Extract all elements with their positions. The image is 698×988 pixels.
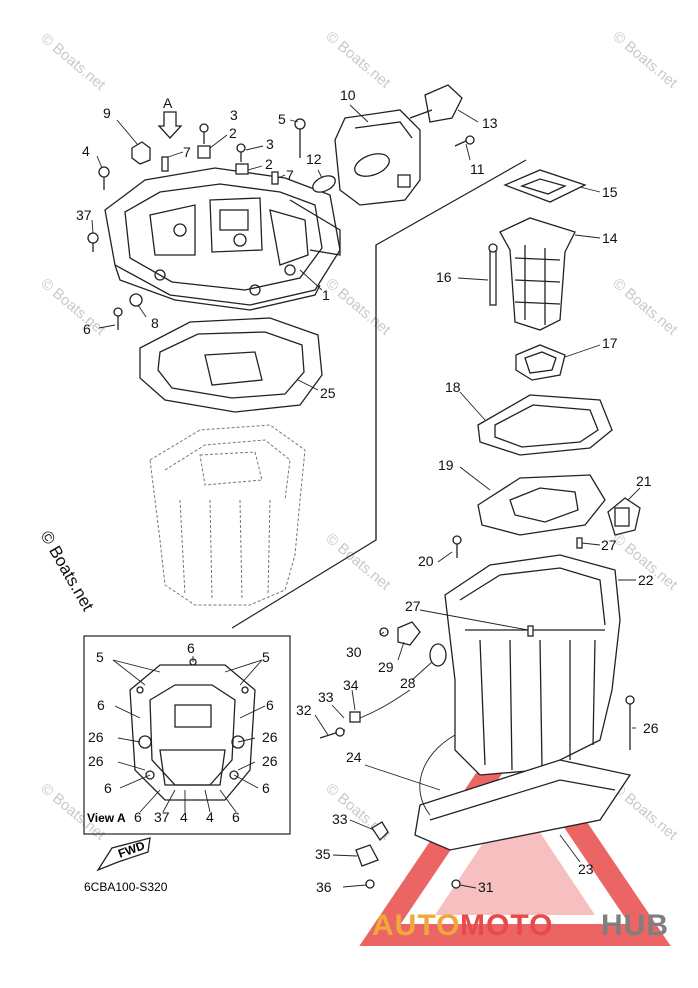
brand-hub: HUB bbox=[601, 909, 669, 942]
callout-37: 37 bbox=[76, 207, 92, 223]
copyright-label: © Boats.net bbox=[37, 528, 98, 615]
callout-labels: A 9 7 3 2 3 2 7 5 4 37 10 12 13 11 1 8 6… bbox=[76, 87, 659, 895]
view-a-callout-4: 4 bbox=[206, 809, 214, 825]
callout-26: 26 bbox=[643, 720, 659, 736]
watermark: © Boats.net bbox=[37, 275, 109, 339]
callout-18: 18 bbox=[445, 379, 461, 395]
lower-case-22 bbox=[414, 535, 635, 851]
callout-22: 22 bbox=[638, 572, 654, 588]
callout-15: 15 bbox=[602, 184, 618, 200]
callout-28: 28 bbox=[400, 675, 416, 691]
grommet-parts bbox=[319, 621, 461, 889]
gasket-25-opening bbox=[204, 351, 263, 386]
view-a-callout-26: 26 bbox=[88, 729, 104, 745]
callout-13: 13 bbox=[482, 115, 498, 131]
callout-29: 29 bbox=[378, 659, 394, 675]
view-a-label: View A bbox=[87, 811, 126, 825]
callout-14: 14 bbox=[602, 230, 618, 246]
callout-10: 10 bbox=[340, 87, 356, 103]
callout-33: 33 bbox=[332, 811, 348, 827]
view-a-callout-26: 26 bbox=[262, 729, 278, 745]
ghost-lower-case bbox=[149, 424, 306, 606]
callout-23: 23 bbox=[578, 861, 594, 877]
view-a-callout-6: 6 bbox=[187, 640, 195, 656]
callout-34: 34 bbox=[343, 677, 359, 693]
view-a-callout-6: 6 bbox=[104, 780, 112, 796]
view-a-callout-6: 6 bbox=[134, 809, 142, 825]
callout-27: 27 bbox=[601, 537, 617, 553]
view-a-callout-26: 26 bbox=[88, 753, 104, 769]
view-marker: A bbox=[163, 95, 173, 111]
exhaust-guide-parts bbox=[477, 169, 641, 536]
callout-1: 1 bbox=[322, 287, 330, 303]
view-a-callout-6: 6 bbox=[97, 697, 105, 713]
view-a-callout-37: 37 bbox=[154, 809, 170, 825]
view-a-callout-5: 5 bbox=[262, 649, 270, 665]
view-a-callout-6: 6 bbox=[266, 697, 274, 713]
watermark: © Boats.net bbox=[37, 30, 109, 94]
muffler-assembly bbox=[312, 84, 475, 206]
callout-30: 30 bbox=[346, 644, 362, 660]
view-a-callout-4: 4 bbox=[180, 809, 188, 825]
brand-moto: MOTO bbox=[460, 909, 553, 942]
watermark: © Boats.net bbox=[322, 530, 394, 594]
diagram-code: 6CBA100-S320 bbox=[84, 880, 168, 894]
gasket-25 bbox=[139, 317, 323, 413]
callout-16: 16 bbox=[436, 269, 452, 285]
callout-6: 6 bbox=[83, 321, 91, 337]
callout-17: 17 bbox=[602, 335, 618, 351]
callout-25: 25 bbox=[320, 385, 336, 401]
brand-auto: AUTO bbox=[372, 909, 460, 942]
callout-3: 3 bbox=[266, 136, 274, 152]
view-a-labels: 6 5 5 6 6 26 26 26 26 6 6 View A 6 37 4 … bbox=[87, 640, 278, 825]
view-a-callout-6: 6 bbox=[262, 780, 270, 796]
fwd-arrow-icon bbox=[96, 837, 151, 872]
callout-19: 19 bbox=[438, 457, 454, 473]
view-a-frame bbox=[83, 635, 291, 835]
view-a-callout-26: 26 bbox=[262, 753, 278, 769]
callout-27: 27 bbox=[405, 598, 421, 614]
callout-5: 5 bbox=[278, 111, 286, 127]
callout-32: 32 bbox=[296, 702, 312, 718]
callout-35: 35 bbox=[315, 846, 331, 862]
view-a-callout-5: 5 bbox=[96, 649, 104, 665]
callout-21: 21 bbox=[636, 473, 652, 489]
callout-2: 2 bbox=[265, 156, 273, 172]
view-a-callout-6: 6 bbox=[232, 809, 240, 825]
callout-11: 11 bbox=[470, 161, 485, 177]
upper-casing-part-1 bbox=[104, 167, 341, 311]
watermark: © Boats.net bbox=[609, 275, 681, 339]
callout-7: 7 bbox=[286, 167, 294, 183]
fasteners-top bbox=[87, 111, 306, 330]
brand-triangle-inner-icon bbox=[435, 795, 595, 915]
view-a-drawing bbox=[129, 658, 256, 801]
callout-24: 24 bbox=[346, 749, 362, 765]
callout-8: 8 bbox=[151, 315, 159, 331]
callout-33: 33 bbox=[318, 689, 334, 705]
callout-4: 4 bbox=[82, 143, 90, 159]
callout-3: 3 bbox=[230, 107, 238, 123]
leader-lines bbox=[91, 104, 641, 889]
watermark: © Boats.net bbox=[609, 28, 681, 92]
watermark: © Boats.net bbox=[322, 275, 394, 339]
callout-31: 31 bbox=[478, 879, 494, 895]
callout-9: 9 bbox=[103, 105, 111, 121]
callout-2: 2 bbox=[229, 125, 237, 141]
callout-36: 36 bbox=[316, 879, 332, 895]
callout-7: 7 bbox=[183, 144, 191, 160]
watermark: © Boats.net bbox=[322, 28, 394, 92]
gasket-25-inner bbox=[157, 331, 305, 399]
callout-12: 12 bbox=[306, 151, 322, 167]
callout-20: 20 bbox=[418, 553, 434, 569]
